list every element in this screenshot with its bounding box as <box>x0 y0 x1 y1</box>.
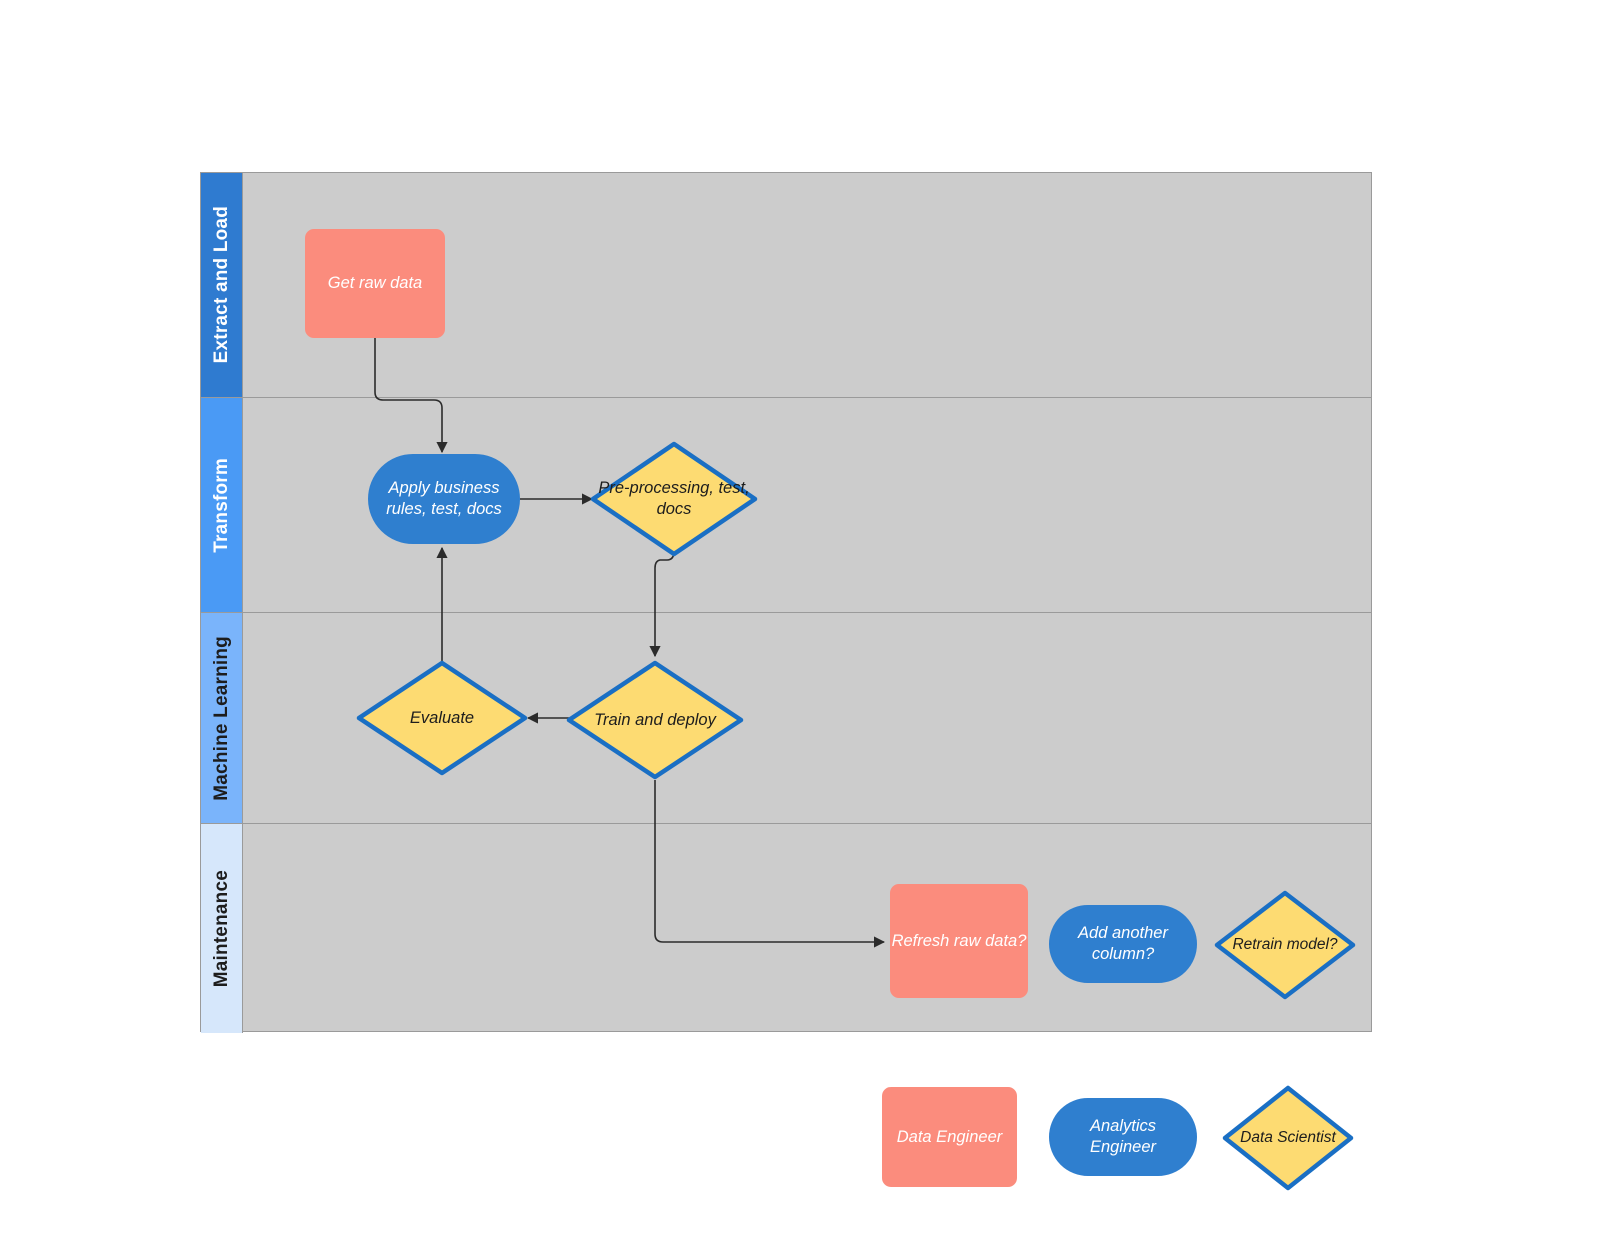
legend-label-data-engineer: Data Engineer <box>896 1127 1003 1146</box>
node-evaluate[interactable]: Evaluate <box>356 660 528 776</box>
node-refresh-raw-data[interactable]: Refresh raw data? <box>890 884 1028 998</box>
diamond-shape <box>356 660 528 776</box>
node-label-get-raw-data: Get raw data <box>327 274 423 293</box>
edge-train-and-deploy-to-refresh-raw-data <box>654 780 886 948</box>
lane-extract-and-load: Extract and Load <box>201 173 1371 398</box>
node-label-apply-business-rules: Apply business rules, test, docs <box>386 479 502 518</box>
node-label-refresh-raw-data: Refresh raw data? <box>891 931 1027 950</box>
edge-get-raw-data-to-apply-business-rules <box>374 338 448 454</box>
lane-header-extract-and-load[interactable]: Extract and Load <box>201 173 243 397</box>
diamond-shape <box>1222 1085 1354 1191</box>
legend-item-data-scientist[interactable]: Data Scientist <box>1222 1085 1354 1191</box>
diamond-shape <box>590 441 758 557</box>
lane-maintenance: Maintenance <box>201 824 1371 1033</box>
diamond-shape <box>566 660 744 780</box>
node-pre-processing[interactable]: Pre-processing, test, docs <box>590 441 758 557</box>
diamond-shape <box>1214 890 1356 1000</box>
lane-header-transform[interactable]: Transform <box>201 398 243 612</box>
lane-transform: Transform <box>201 398 1371 613</box>
node-get-raw-data[interactable]: Get raw data <box>305 229 445 338</box>
lane-header-machine-learning[interactable]: Machine Learning <box>201 613 243 823</box>
node-train-and-deploy[interactable]: Train and deploy <box>566 660 744 780</box>
edge-pre-processing-to-train-and-deploy <box>649 550 675 658</box>
node-label-add-another-column: Add another column? <box>1078 924 1168 963</box>
lane-header-maintenance[interactable]: Maintenance <box>201 824 243 1033</box>
node-apply-business-rules[interactable]: Apply business rules, test, docs <box>368 454 520 544</box>
legend-item-analytics-engineer[interactable]: Analytics Engineer <box>1049 1098 1197 1176</box>
legend-item-data-engineer[interactable]: Data Engineer <box>882 1087 1017 1187</box>
lane-machine-learning: Machine Learning <box>201 613 1371 824</box>
node-retrain-model[interactable]: Retrain model? <box>1214 890 1356 1000</box>
node-add-another-column[interactable]: Add another column? <box>1049 905 1197 983</box>
legend-label-analytics-engineer: Analytics Engineer <box>1089 1117 1157 1156</box>
